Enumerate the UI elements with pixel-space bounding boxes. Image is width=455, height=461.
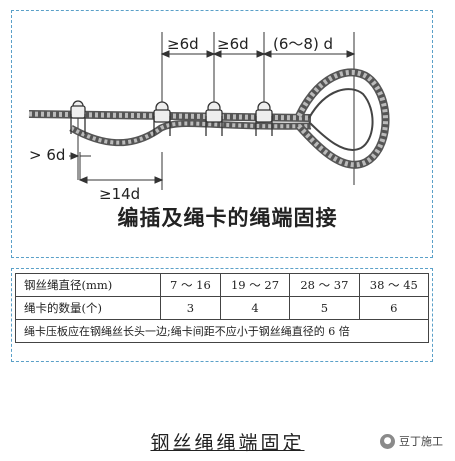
watermark-text: 豆丁施工 <box>399 435 443 448</box>
clip-table: 钢丝绳直径(mm) 7 ～ 16 19 ～ 27 28 ～ 37 38 ～ 45… <box>15 273 430 343</box>
thimble-loop <box>295 68 390 169</box>
dim-gap-1: ≥6d <box>167 35 199 53</box>
header-label: 钢丝绳直径(mm) <box>15 273 161 297</box>
clip-3 <box>205 101 223 136</box>
count-label: 绳卡的数量(个) <box>15 296 161 320</box>
table-note: 绳卡压板应在钢绳丝长头一边;绳卡间距不应小于钢丝绳直径的 6 倍 <box>15 319 429 343</box>
dim-gap-3: (6～8) d <box>273 35 333 53</box>
top-dimension <box>160 50 356 58</box>
clip-1 <box>70 100 86 134</box>
clip-table-frame: 钢丝绳直径(mm) 7 ～ 16 19 ～ 27 28 ～ 37 38 ～ 45… <box>11 268 433 362</box>
count-cell: 6 <box>358 296 430 320</box>
clip-4 <box>255 101 273 136</box>
dim-splice: ≥14d <box>99 185 140 203</box>
dim-gap-2: ≥6d <box>217 35 249 53</box>
watermark: ● 豆丁施工 <box>380 433 443 449</box>
table-row: 绳卡的数量(个) 3 4 5 6 <box>15 296 430 320</box>
range-cell: 28 ～ 37 <box>289 273 360 297</box>
range-cell: 7 ～ 16 <box>160 273 221 297</box>
wechat-icon: ● <box>380 433 395 449</box>
table-row: 钢丝绳直径(mm) 7 ～ 16 19 ～ 27 28 ～ 37 38 ～ 45 <box>15 273 430 297</box>
table-row: 绳卡压板应在钢绳丝长头一边;绳卡间距不应小于钢丝绳直径的 6 倍 <box>15 319 429 343</box>
page-title: 钢丝绳绳端固定 <box>150 432 305 454</box>
diagram-caption: 编插及绳卡的绳端固接 <box>117 206 338 230</box>
dim-tail: > 6d <box>29 146 65 164</box>
splice-dimension <box>78 176 164 184</box>
tail-dimension <box>69 152 91 160</box>
range-cell: 38 ～ 45 <box>358 273 430 297</box>
wire-rope-diagram: ≥6d ≥6d (6～8) d > 6d ≥14d <box>28 32 390 203</box>
count-cell: 4 <box>219 296 291 320</box>
clip-2 <box>153 101 171 136</box>
count-cell: 5 <box>289 296 360 320</box>
page-title-wrap: 钢丝绳绳端固定 <box>0 428 455 455</box>
range-cell: 19 ～ 27 <box>219 273 291 297</box>
count-cell: 3 <box>160 296 221 320</box>
diagram-frame <box>11 10 433 258</box>
rope-clips <box>70 100 273 136</box>
